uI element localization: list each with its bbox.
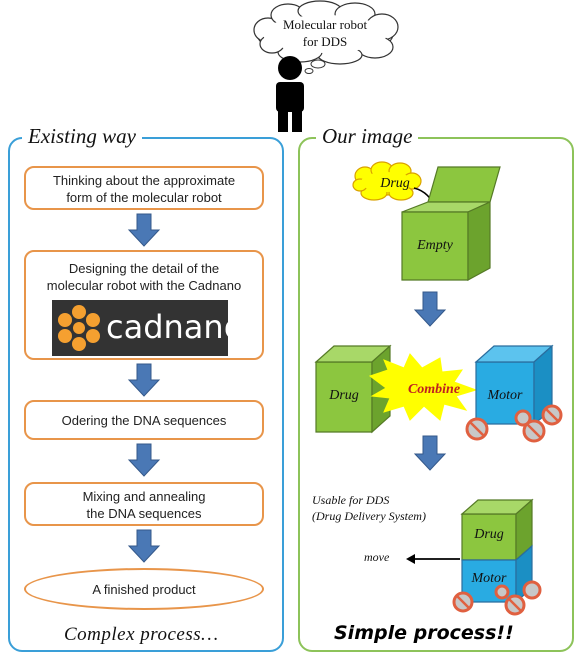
down-arrow-icon	[127, 363, 161, 397]
usable-line1: Usable for DDS	[312, 493, 390, 507]
existing-way-panel	[8, 137, 284, 652]
simple-process-label: Simple process!!	[334, 622, 514, 644]
step-5-line1: A finished product	[92, 582, 196, 597]
final-drug-label: Drug	[474, 527, 504, 542]
drug-box-label: Drug	[329, 388, 359, 403]
thought-text: Molecular robot for DDS	[260, 16, 390, 50]
empty-box	[401, 166, 501, 282]
thought-text-line2: for DDS	[302, 34, 348, 49]
step-4-line1: Mixing and annealing	[82, 489, 206, 504]
motor-label: Motor	[487, 388, 523, 403]
combine-burst	[368, 353, 478, 421]
move-label: move	[364, 550, 390, 564]
thought-cloud-fill	[263, 15, 387, 53]
down-arrow-icon	[127, 529, 161, 563]
step-4-line2: the DNA sequences	[86, 506, 202, 521]
usable-line2: (Drug Delivery System)	[312, 509, 426, 523]
thought-dot-1	[310, 59, 326, 69]
step-ordering: Odering the DNA sequences	[24, 400, 264, 440]
final-motor-label: Motor	[471, 571, 507, 586]
our-image-panel	[298, 137, 574, 652]
header-art	[253, 0, 399, 132]
our-image-diagram	[314, 161, 563, 616]
cadnano-dots-icon	[58, 305, 100, 351]
cadnano-logo: cadnano	[52, 300, 243, 356]
step-2-line2: molecular robot with the Cadnano	[46, 278, 242, 293]
step-3-line1: Odering the DNA sequences	[61, 413, 227, 428]
down-arrow-icon	[127, 213, 161, 247]
person-icon	[276, 56, 304, 132]
left-arrows	[127, 213, 161, 563]
final-drug-box	[460, 498, 534, 562]
down-arrow-icon	[413, 435, 447, 471]
step-finished-product: A finished product	[24, 568, 264, 610]
step-mixing: Mixing and annealing the DNA sequences	[24, 482, 264, 526]
step-1-line1: Thinking about the approximate	[52, 173, 236, 188]
drug-cloud-label: Drug	[380, 176, 410, 191]
existing-way-title: Existing way	[22, 124, 142, 149]
step-2-line1: Designing the detail of the	[68, 261, 220, 276]
complex-process-label: Complex process…	[64, 624, 219, 645]
down-arrow-icon	[127, 443, 161, 477]
drug-box	[314, 344, 392, 434]
empty-box-label: Empty	[417, 238, 453, 253]
cadnano-logo-text: cadnano	[106, 308, 244, 346]
step-approximate-form: Thinking about the approximate form of t…	[24, 166, 264, 210]
thought-dot-2	[304, 68, 314, 74]
motor-cart	[474, 344, 554, 426]
combine-label: Combine	[407, 382, 461, 397]
down-arrow-icon	[413, 291, 447, 327]
our-image-title: Our image	[316, 124, 419, 149]
thought-text-line1: Molecular robot	[282, 17, 368, 32]
usable-for-dds-label: Usable for DDS (Drug Delivery System)	[312, 492, 426, 524]
step-1-line2: form of the molecular robot	[66, 190, 222, 205]
